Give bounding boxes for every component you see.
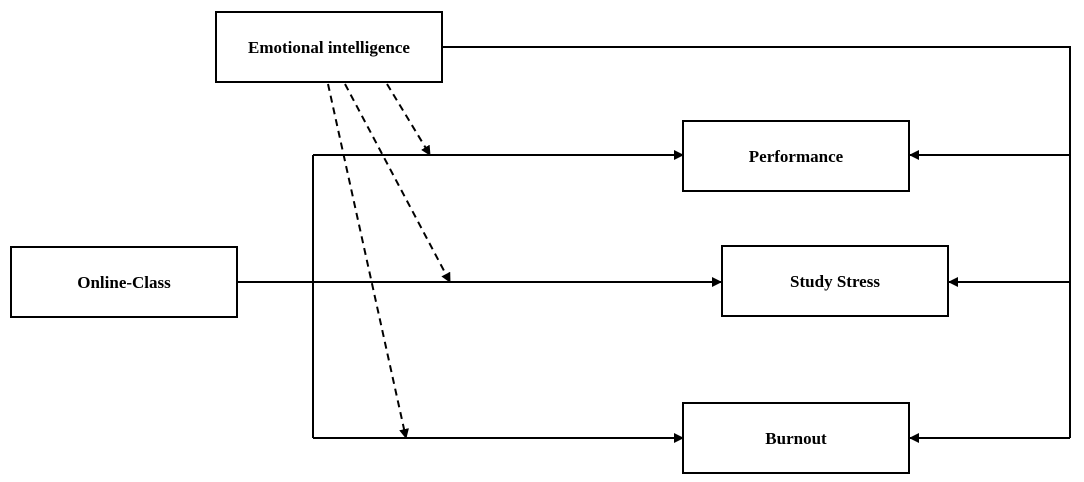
study-stress-node: Study Stress: [721, 245, 949, 317]
online-class-node: Online-Class: [10, 246, 238, 318]
emotional-intelligence-right-path: [442, 46, 1071, 438]
burnout-node: Burnout: [682, 402, 910, 474]
moderation-arrow-burnout: [327, 83, 409, 439]
emotional-intelligence-label: Emotional intelligence: [248, 38, 410, 57]
moderation-arrow-performance: [386, 83, 431, 156]
performance-node: Performance: [682, 120, 910, 192]
burnout-label: Burnout: [765, 429, 827, 448]
study-stress-label: Study Stress: [790, 272, 880, 291]
performance-label: Performance: [749, 147, 844, 166]
moderation-arrow-study-stress: [344, 83, 451, 283]
emotional-intelligence-node: Emotional intelligence: [215, 11, 443, 83]
online-class-label: Online-Class: [77, 273, 171, 292]
